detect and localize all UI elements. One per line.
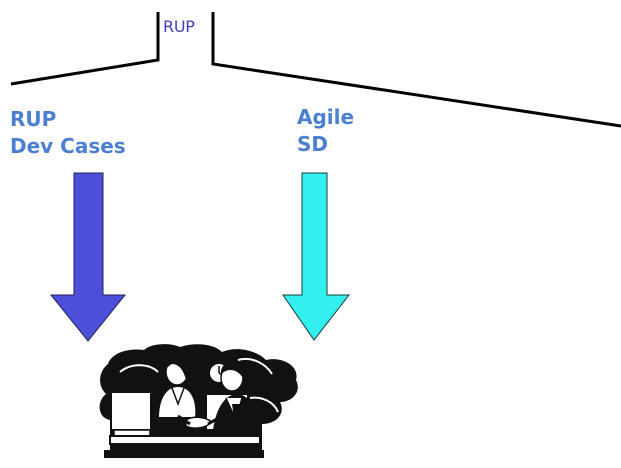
- connector-right: [211, 12, 621, 128]
- arrow-rup-dev-cases: [49, 172, 127, 342]
- branch-label-line: SD: [297, 132, 329, 156]
- branch-label-rup-dev-cases: RUP Dev Cases: [10, 106, 126, 160]
- branch-label-line: Dev Cases: [10, 134, 126, 158]
- branch-label-line: RUP: [10, 107, 57, 131]
- business-meeting-clipart: [99, 344, 298, 458]
- arrow-agile-sd: [282, 172, 351, 341]
- branch-label-line: Agile: [297, 105, 355, 129]
- root-node-label: RUP: [163, 17, 195, 36]
- connector-left: [10, 12, 160, 86]
- branch-label-agile-sd: Agile SD: [297, 104, 354, 158]
